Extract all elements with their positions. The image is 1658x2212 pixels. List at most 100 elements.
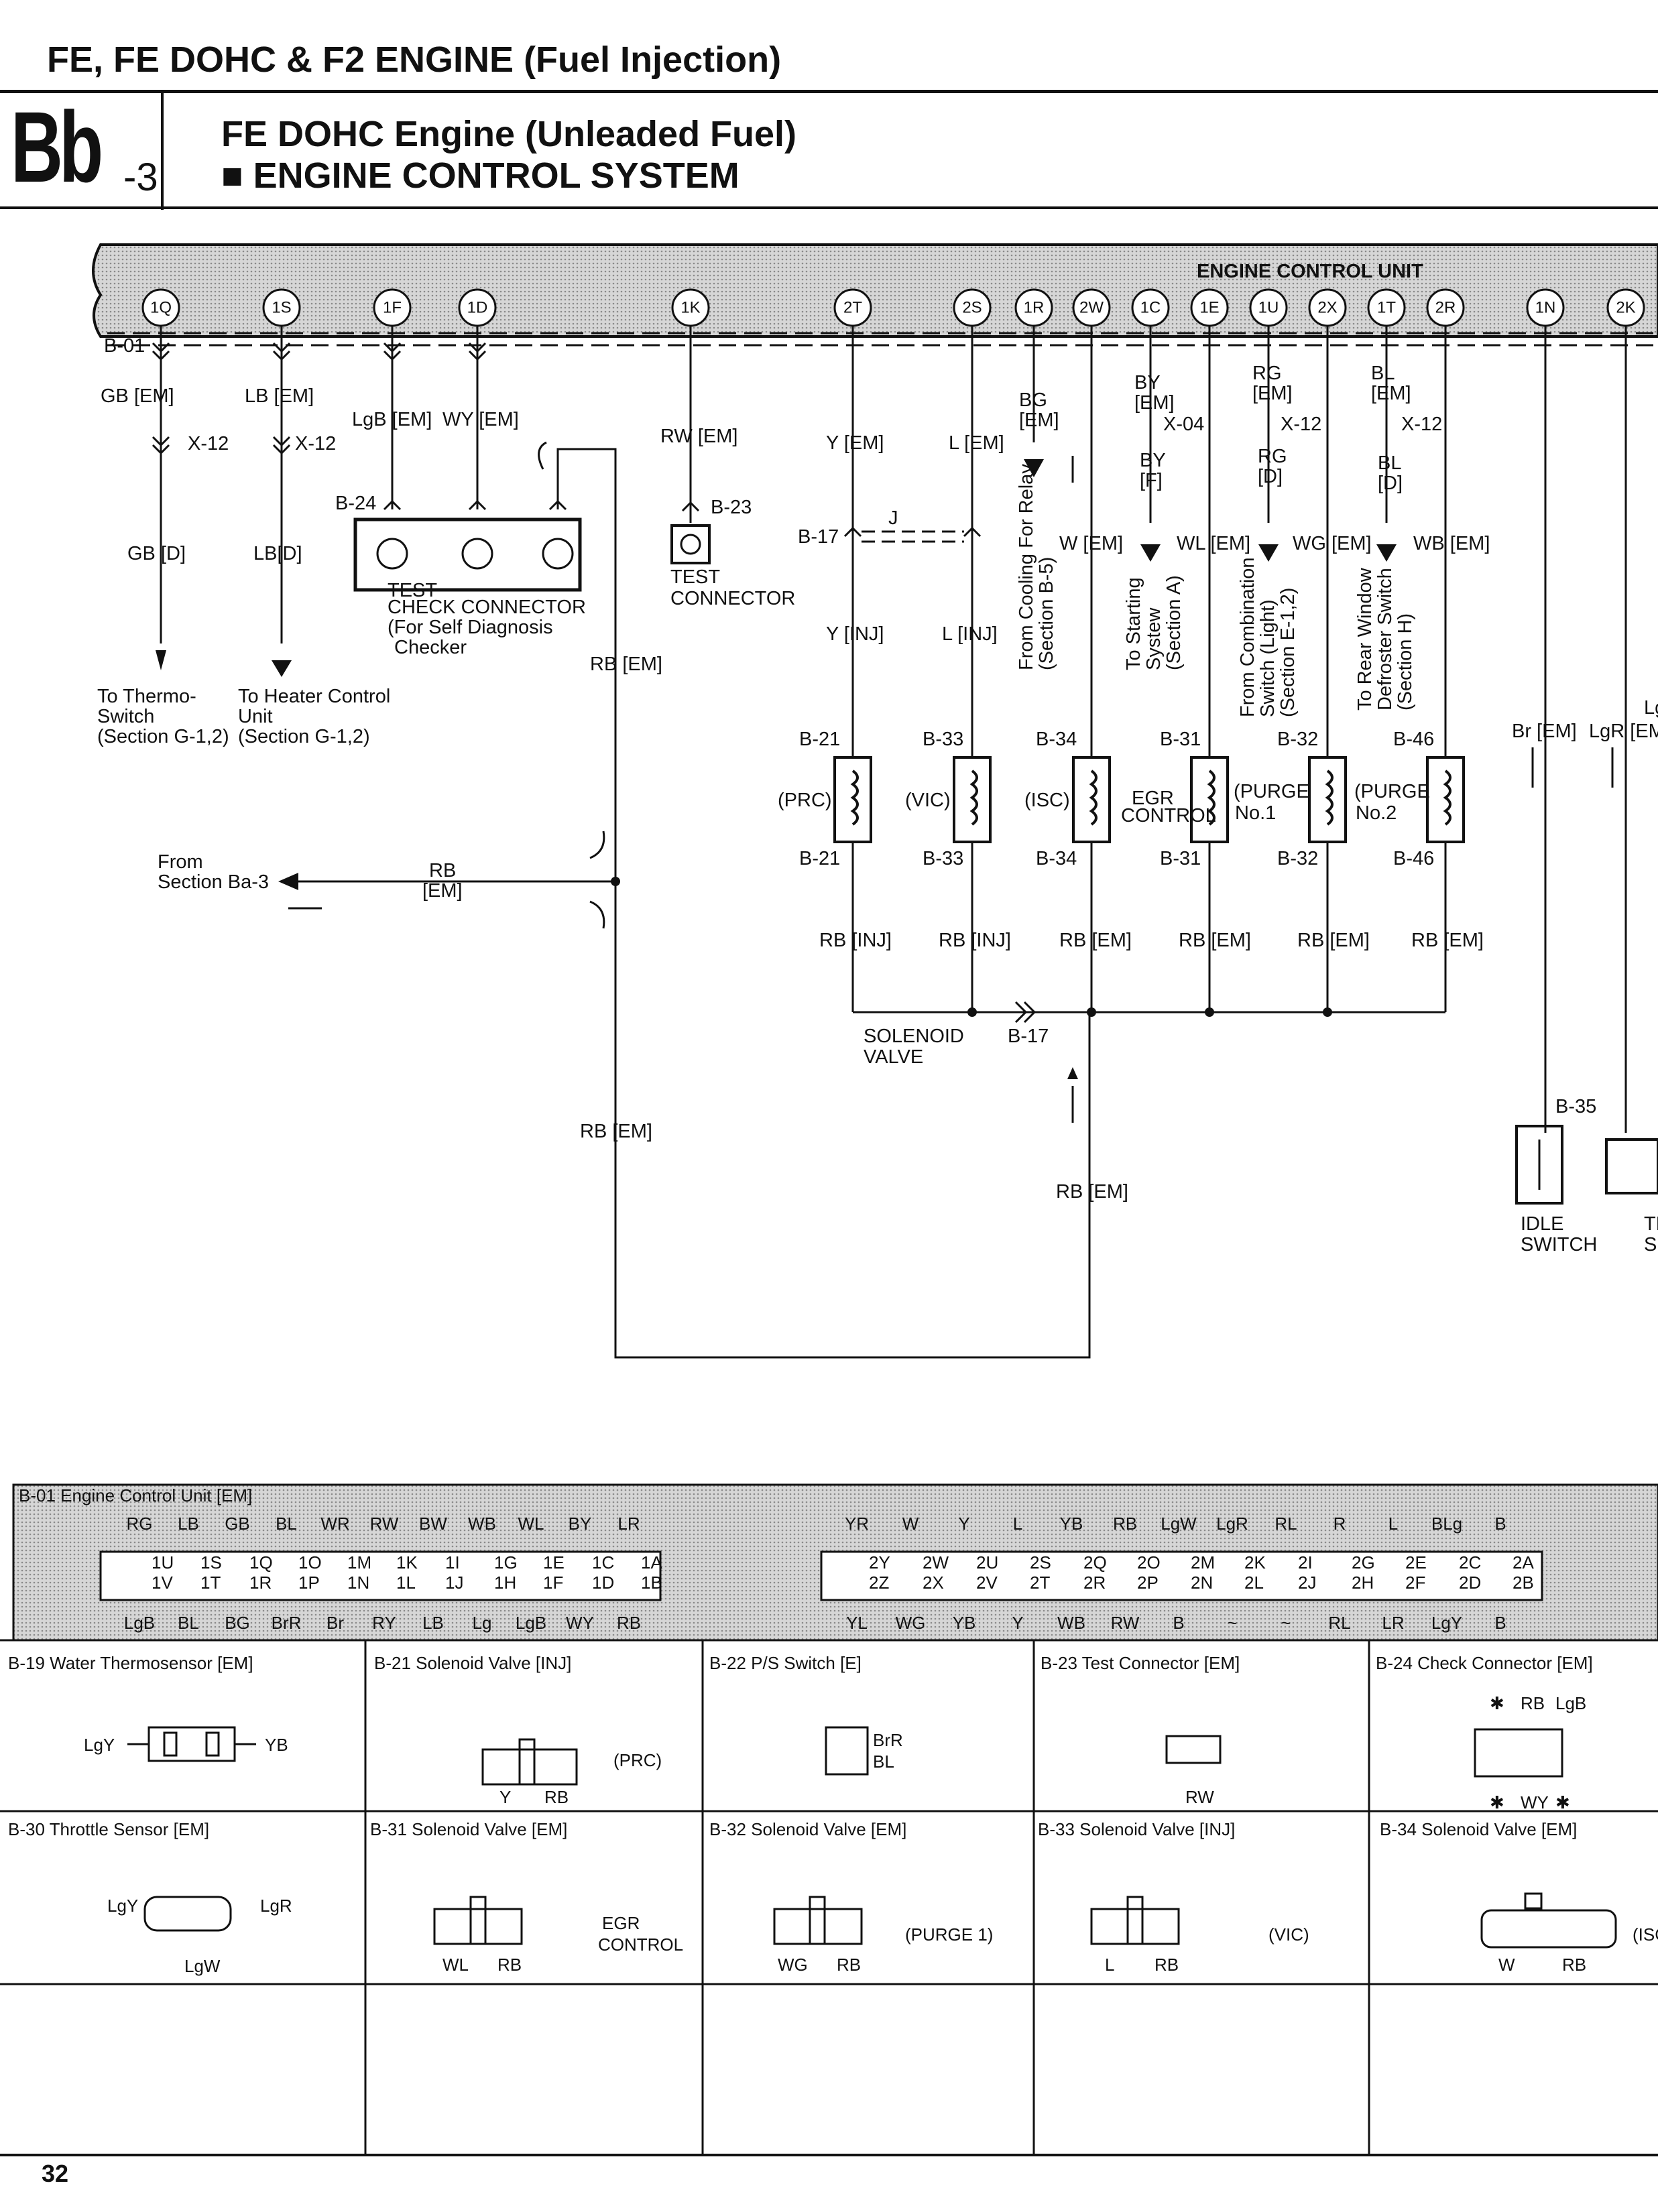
wire-label-rb-em-3: RB [EM] [1056,1181,1128,1203]
arrow-bl [1376,544,1397,562]
terminal-1K: 1K [671,288,710,327]
diagram-title: FE DOHC Engine (Unleaded Fuel) [221,114,797,154]
b01-right-bot-7: ~ [1227,1613,1237,1633]
b01-left-pin-bot-10: 1B [641,1573,662,1593]
b01-left-bot-5: RY [372,1613,396,1633]
b01-right-bot-6: B [1173,1613,1184,1633]
wire-label-wl-em: WL [EM] [1177,533,1250,554]
wire-label-f: [F] [1140,470,1163,491]
wire-label-l-em: L [EM] [949,432,1004,454]
wire-label-br-em: Br [EM] [1512,721,1577,742]
b19-pin-left: LgY [84,1735,115,1755]
b34-pin-1: W [1498,1955,1515,1975]
b01-left-pin-top-4: 1M [347,1552,371,1573]
wire-label-wg-em: WG [EM] [1293,533,1372,554]
connector-mark-b01-1d [468,342,487,361]
label-test-1: TEST [388,580,437,601]
b01-right-top-6: LgW [1161,1514,1197,1534]
b01-right-pin-top-9: 2G [1352,1552,1375,1573]
b01-left-pin-top-3: 1O [298,1552,322,1573]
svg-text:1K: 1K [680,299,700,317]
dest-defrost-3: (Section H) [1395,613,1416,711]
ref-b17-bot: B-17 [1008,1026,1049,1047]
b33-title: B-33 Solenoid Valve [INJ] [1038,1819,1235,1839]
wire-label-bg: BG [1019,389,1047,411]
b01-left-pin-top-6: 1I [445,1552,460,1573]
wire-label-rb-em-1: RB [EM] [590,654,662,675]
b01-right-pin-bot-7: 2L [1244,1573,1264,1593]
b01-right-pin-top-10: 2E [1405,1552,1427,1573]
b30-title: B-30 Throttle Sensor [EM] [8,1819,209,1839]
b19-pin-right: YB [265,1735,288,1755]
b30-pin-right: LgR [260,1896,292,1916]
b01-right-top-12: B [1494,1514,1506,1534]
wire-label-wy-em: WY [EM] [442,409,519,430]
wire-label-lgb-em: LgB [EM] [352,409,432,430]
b31-pin-1: WL [442,1955,469,1975]
connector-mark-b17 [843,526,982,538]
dest-combo-3: (Section E-1,2) [1277,588,1299,717]
wire-label-rw-em: RW [EM] [660,426,737,447]
b22-body [825,1726,869,1776]
b01-right-pin-bot-11: 2D [1459,1573,1481,1593]
coil-purge2 [1443,770,1452,826]
b01-right-pin-top-8: 2I [1298,1552,1313,1573]
flow-arrow-up-rb [589,831,605,859]
solenoid-purge2 [1426,756,1465,843]
wire-label-bl-2: BL [1378,452,1401,474]
terminal-2X: 2X [1308,288,1347,327]
b30-body [143,1896,232,1932]
wire-label-y-inj: Y [INJ] [826,623,884,645]
label-purge2-1: (PURGE [1354,781,1430,802]
b31-key [469,1896,487,1945]
terminal-1E: 1E [1190,288,1229,327]
b32-title: B-32 Solenoid Valve [EM] [709,1819,906,1839]
wire-label-bl-d: [D] [1378,473,1403,494]
wire-label-by-2: BY [1140,450,1166,471]
wire-label-bg-em: [EM] [1019,410,1059,431]
b01-right-top-8: RL [1275,1514,1297,1534]
b33-body [1090,1908,1180,1945]
b21-pin-2: RB [544,1787,569,1807]
b34-pin-2: RB [1562,1955,1586,1975]
b01-left-pin-bot-3: 1P [298,1573,320,1593]
idle-switch-body [1515,1125,1563,1205]
dest-combo-2: Switch (Light) [1257,599,1279,717]
b24-b1: ✱ [1490,1792,1504,1812]
idle-switch [1515,1125,1658,1205]
ref-b46-top: B-46 [1393,729,1434,750]
svg-text:1C: 1C [1140,299,1161,317]
b32-pin-2: RB [837,1955,861,1975]
dest-ba3-1: From [158,851,203,873]
b01-right-pin-bot-8: 2J [1298,1573,1316,1593]
solenoid-egr [1190,756,1229,843]
wire-rb-check [556,448,1091,1359]
arrow-bg [1024,459,1044,477]
b01-right-bot-3: Y [1012,1613,1023,1633]
label-prc: (PRC) [778,790,832,811]
dest-heater-3: (Section G-1,2) [238,726,370,747]
label-purge1-2: No.1 [1235,802,1276,824]
b19-pin-1 [163,1731,178,1757]
label-check-sub-2: Checker [394,637,467,658]
wire-label-lb-em: LB [EM] [245,385,314,407]
wire-label-lgr-em: LgR [EM] [1589,721,1658,742]
ref-b33-top: B-33 [923,729,963,750]
b01-left-pin-top-9: 1C [592,1552,614,1573]
svg-text:2S: 2S [962,299,982,317]
coil-purge1 [1325,770,1334,826]
ecu-band [92,243,1658,338]
b01-right-top-3: L [1013,1514,1022,1534]
connector-symbols [127,1726,1617,1949]
dest-cooling-2: (Section B-5) [1036,557,1057,670]
b30-pin-bottom: LgW [184,1956,221,1976]
connector-mark-b01-1s [272,342,291,361]
dest-cooling-1: From Cooling For Relay [1016,464,1037,670]
b01-labels: RG1U1VLgBLB1S1TBLGB1Q1RBGBL1O1PBrRWR1M1N… [124,1514,1535,1633]
diagram-subtitle: ■ ENGINE CONTROL SYSTEM [221,156,739,196]
solenoid-isc [1072,756,1111,843]
terminal-2K: 2K [1606,288,1645,327]
b01-right-pin-top-1: 2W [923,1552,949,1573]
b24-t3: LgB [1555,1693,1586,1713]
